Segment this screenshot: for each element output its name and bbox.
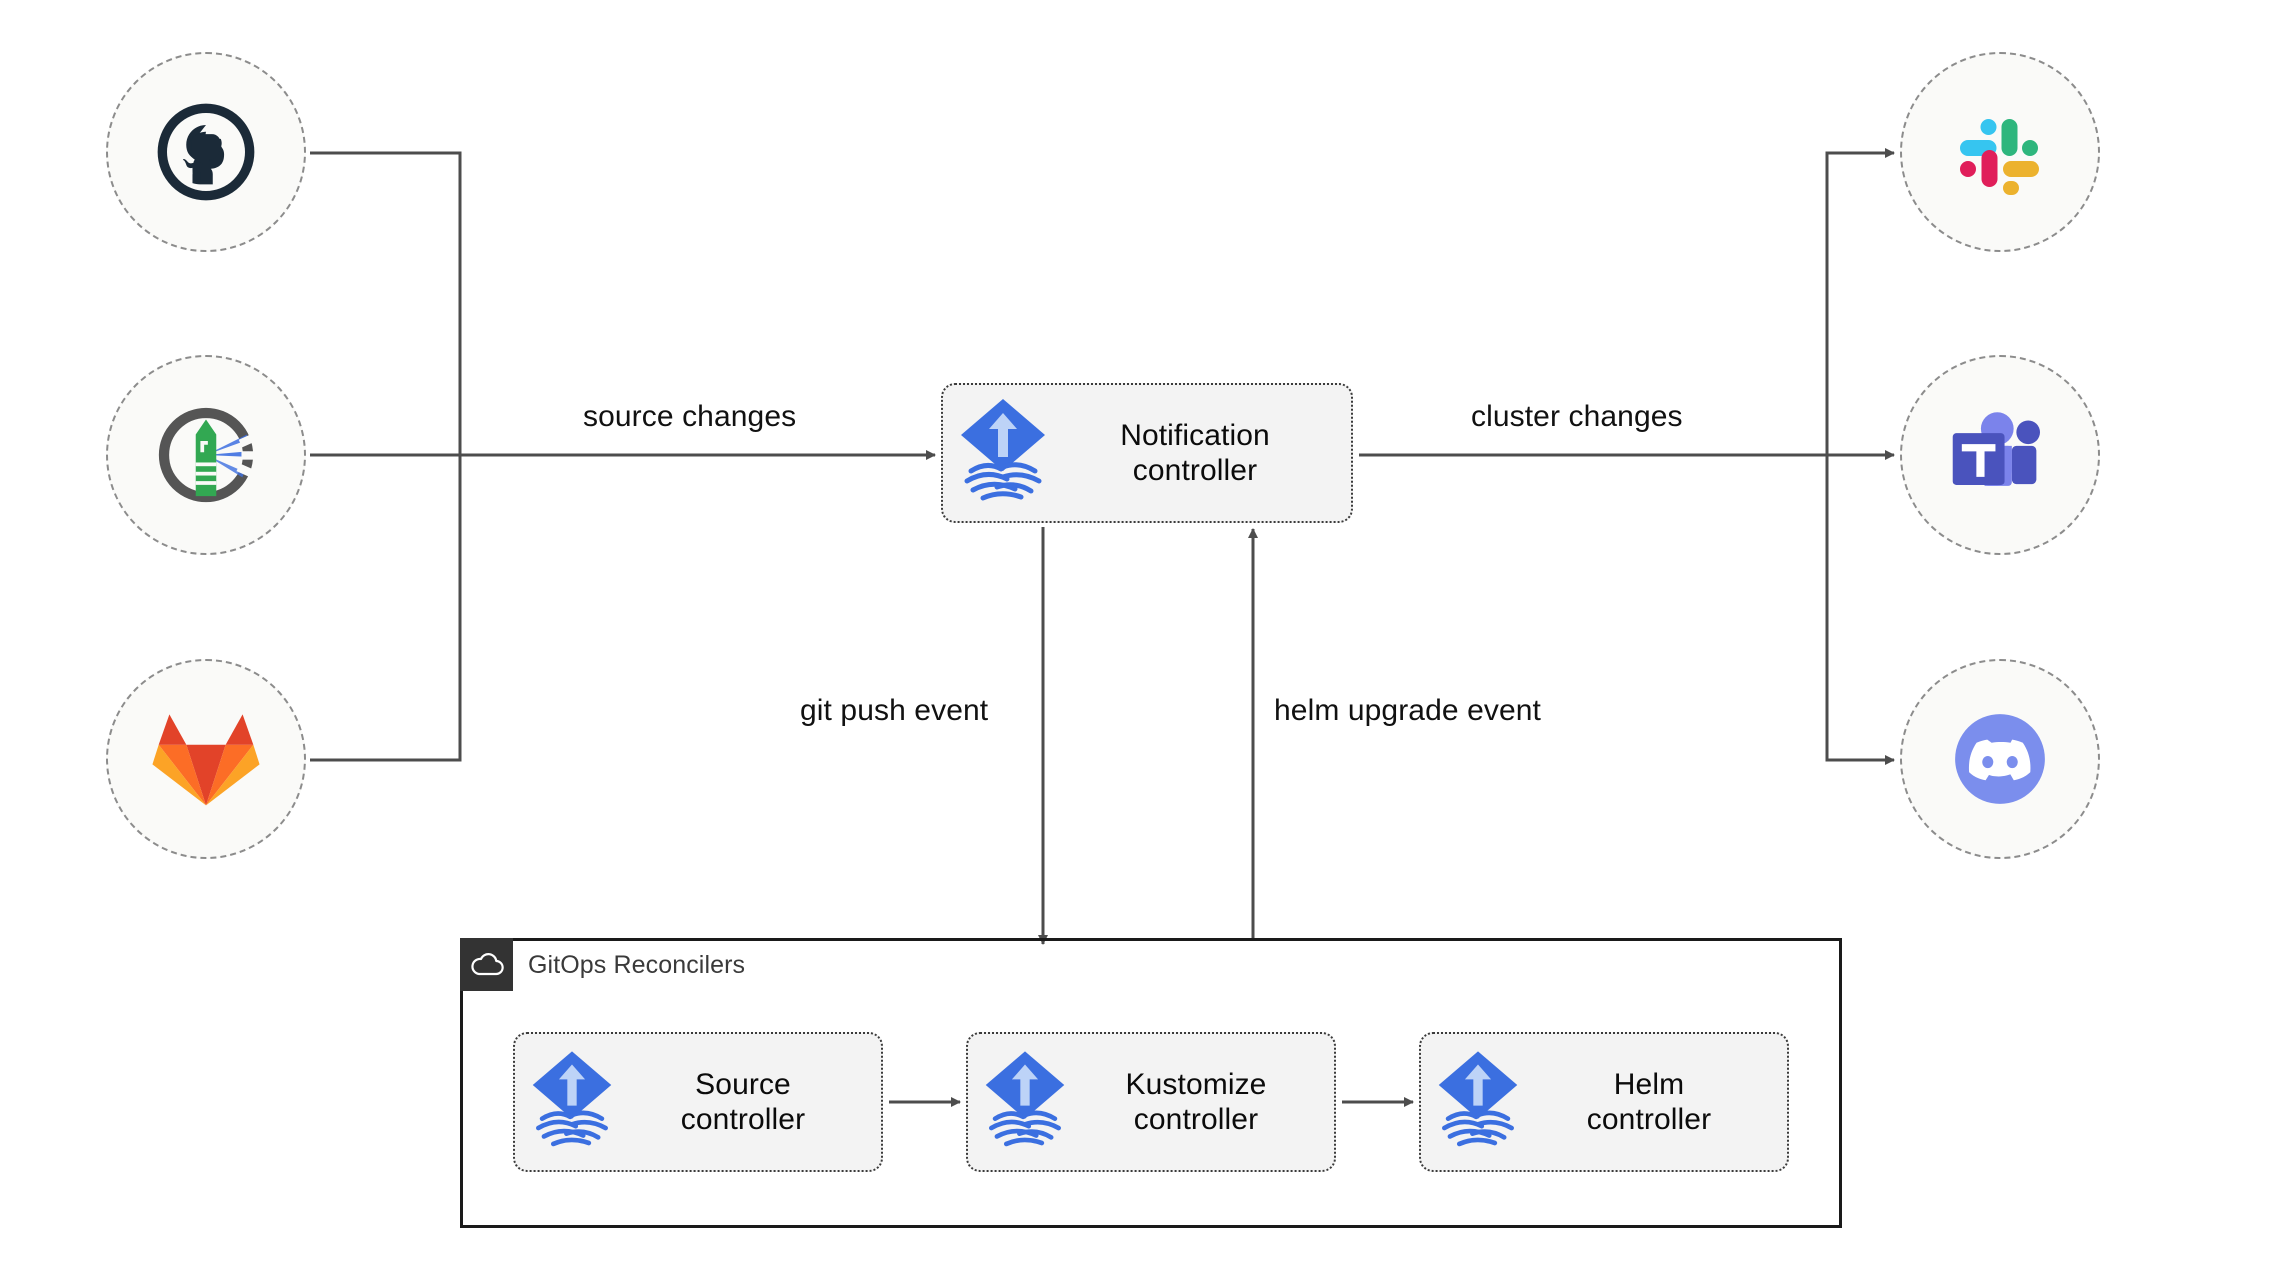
slack-icon [1960, 119, 2039, 195]
source-node-gitlab[interactable] [106, 659, 306, 859]
wire-trunk-to-discord [1825, 455, 1895, 765]
edge-label-source-changes: source changes [583, 400, 797, 433]
cloud-icon [470, 952, 504, 975]
helm-controller-label: Helm controller [1586, 1067, 1712, 1136]
flux-lighthouse-icon [158, 407, 257, 503]
target-node-slack[interactable] [1900, 52, 2100, 252]
edge-label-helm-upgrade-event: helm upgrade event [1274, 694, 1541, 727]
github-icon [157, 103, 255, 201]
helm-controller-box[interactable]: Helm controller [1419, 1032, 1789, 1172]
flux-logo-icon [982, 1047, 1068, 1158]
notification-controller-box[interactable]: Notification controller [941, 383, 1353, 523]
wire-github-to-trunk [310, 151, 462, 455]
flux-logo-icon [529, 1047, 615, 1158]
notification-controller-label: Notification controller [1120, 418, 1270, 487]
source-controller-label: Source controller [680, 1067, 806, 1136]
flux-logo-icon [1435, 1047, 1521, 1158]
edge-label-cluster-changes: cluster changes [1471, 400, 1683, 433]
gitops-reconcilers-badge [460, 938, 513, 991]
discord-icon [1955, 714, 2045, 804]
edge-label-git-push-event: git push event [800, 694, 989, 727]
kustomize-controller-label: Kustomize controller [1125, 1067, 1267, 1136]
target-node-teams[interactable] [1900, 355, 2100, 555]
target-node-discord[interactable] [1900, 659, 2100, 859]
wire-trunk-to-slack [1825, 148, 1895, 455]
source-node-github[interactable] [106, 52, 306, 252]
teams-icon [1952, 412, 2040, 486]
gitops-reconcilers-container [460, 938, 1842, 1228]
source-node-flux[interactable] [106, 355, 306, 555]
source-controller-box[interactable]: Source controller [513, 1032, 883, 1172]
gitlab-icon [152, 714, 260, 806]
kustomize-controller-box[interactable]: Kustomize controller [966, 1032, 1336, 1172]
flux-logo-icon [957, 395, 1049, 512]
gitops-reconcilers-title: GitOps Reconcilers [528, 951, 746, 979]
wire-gitlab-to-trunk [310, 455, 462, 762]
